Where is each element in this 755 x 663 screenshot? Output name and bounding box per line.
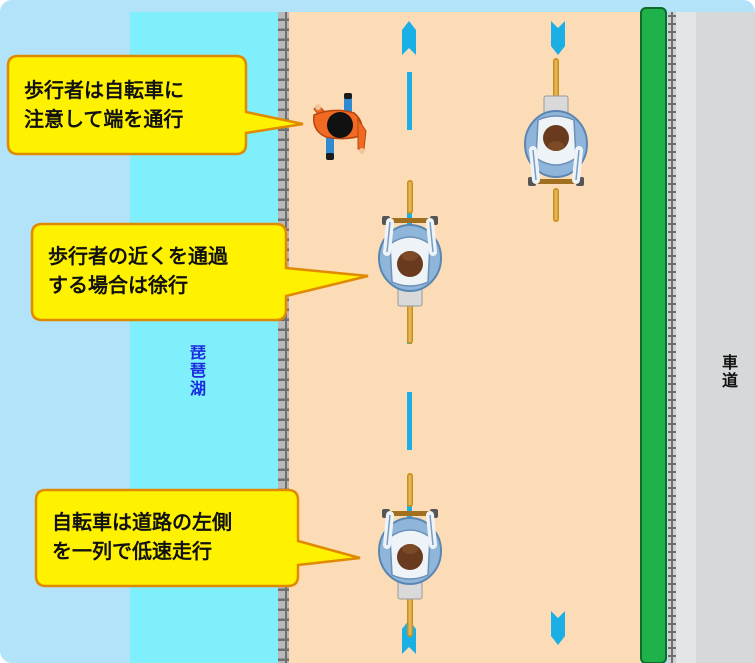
callout-single-file-line1: 自転車は道路の左側 [52,510,232,534]
cycling-path-surface [289,12,641,663]
callout-slowdown-text: 歩行者の近くを通過 する場合は徐行 [48,242,228,300]
callout-slowdown-line1: 歩行者の近くを通過 [48,244,228,268]
callout-slowdown-bubble [30,222,369,322]
roadway-label: 車道 [721,353,738,390]
callout-single-file-bubble [34,488,361,588]
callout-slowdown-line2: する場合は徐行 [48,273,188,297]
callout-pedestrian-bubble [6,54,304,156]
callout-pedestrian-line2: 注意して端を通行 [24,107,184,131]
lake-label: 琵琶湖 [189,343,206,398]
callout-pedestrian-line1: 歩行者は自転車に [24,78,184,102]
hedge-divider [640,7,667,663]
callout-single-file-text: 自転車は道路の左側 を一列で低速走行 [52,508,232,566]
pedestrian-top-view-icon [313,93,367,160]
lakeside-railing [278,12,289,663]
roadway-area [696,12,755,663]
callout-single-file-line2: を一列で低速走行 [52,539,212,563]
road-side-railing [668,12,676,663]
callout-pedestrian-text: 歩行者は自転車に 注意して端を通行 [24,76,184,134]
road-curb [676,12,696,663]
